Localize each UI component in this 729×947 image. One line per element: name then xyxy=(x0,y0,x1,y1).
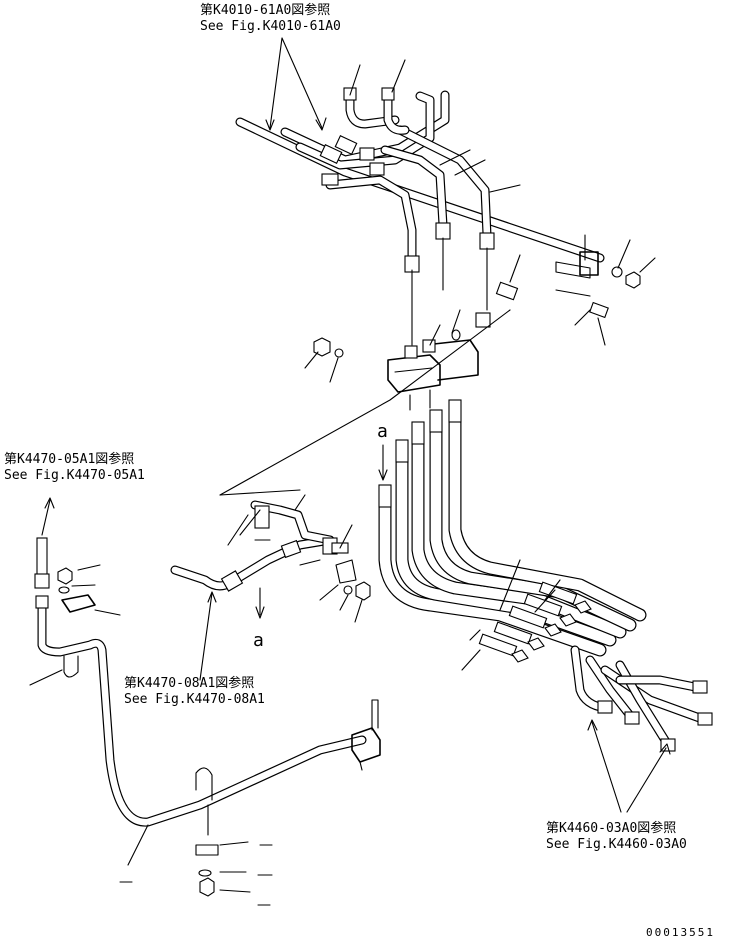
ref-k4470-05-jp: 第K4470-05A1図参照 xyxy=(4,451,134,467)
tee-fitting xyxy=(254,505,270,529)
center-tee-assembly xyxy=(170,494,371,681)
tube-fitting xyxy=(220,570,244,592)
hose-fitting xyxy=(448,399,462,423)
fitting xyxy=(422,339,436,353)
view-marker-lower: a xyxy=(253,630,264,651)
ref-k4470-08-en: See Fig.K4470-08A1 xyxy=(124,692,265,707)
bolt xyxy=(589,301,609,319)
hose-fitting xyxy=(395,439,409,463)
tube-fitting xyxy=(692,680,708,694)
tube-fitting xyxy=(334,135,358,155)
ref-k4010-jp: 第K4010-61A0図参照 xyxy=(200,2,330,18)
long-lower-tube xyxy=(29,497,381,906)
reference-labels: 第K4010-61A0図参照 See Fig.K4010-61A0 第K4470… xyxy=(4,2,715,939)
tube-fitting xyxy=(597,700,613,714)
ref-k4470-08-jp: 第K4470-08A1図参照 xyxy=(124,675,254,691)
hose-bundle xyxy=(378,399,647,671)
hose-crimp-ends xyxy=(478,581,592,663)
leader-lines-top xyxy=(265,37,656,346)
drawing-code: 00013551 xyxy=(646,926,715,939)
hose-fitting xyxy=(411,421,425,445)
tube-fitting xyxy=(697,712,713,726)
view-marker-upper: a xyxy=(377,421,388,442)
hose-fitting xyxy=(378,484,392,508)
tube-fitting xyxy=(381,87,395,101)
washer xyxy=(343,585,353,595)
right-lower-tubes xyxy=(570,645,713,813)
hose-fitting xyxy=(429,409,443,433)
washer xyxy=(58,586,70,594)
nut xyxy=(199,877,215,897)
fitting-nut xyxy=(34,573,50,589)
view-arrow-upper xyxy=(378,444,388,481)
fitting xyxy=(404,345,418,359)
tube-fitting xyxy=(624,711,640,725)
tube-fitting xyxy=(321,173,339,186)
top-tube-assembly xyxy=(235,87,641,326)
o-ring xyxy=(451,329,461,341)
tube-fitting xyxy=(359,147,375,161)
washer xyxy=(611,266,623,278)
tube-fitting xyxy=(280,539,302,559)
washer xyxy=(334,348,344,358)
nut xyxy=(625,271,641,289)
tube-fitting xyxy=(369,162,385,176)
vertical-fitting xyxy=(36,537,48,577)
nut xyxy=(355,581,371,601)
middle-valve-block xyxy=(219,281,519,496)
tube-fitting xyxy=(319,144,343,164)
ref-k4460-jp: 第K4460-03A0図参照 xyxy=(546,820,676,836)
tube-fitting xyxy=(435,222,451,240)
ref-k4460-en: See Fig.K4460-03A0 xyxy=(546,837,687,852)
bolt xyxy=(495,281,519,301)
tube-fitting xyxy=(35,595,49,609)
tube-fitting xyxy=(660,738,676,752)
elbow-fitting xyxy=(475,312,491,328)
vertical-hose-connections xyxy=(411,237,488,346)
washer xyxy=(198,869,212,877)
tube-fitting xyxy=(479,232,495,250)
nut xyxy=(57,567,73,585)
ref-k4470-05-en: See Fig.K4470-05A1 xyxy=(4,468,145,483)
ref-k4010-en: See Fig.K4010-61A0 xyxy=(200,19,341,34)
